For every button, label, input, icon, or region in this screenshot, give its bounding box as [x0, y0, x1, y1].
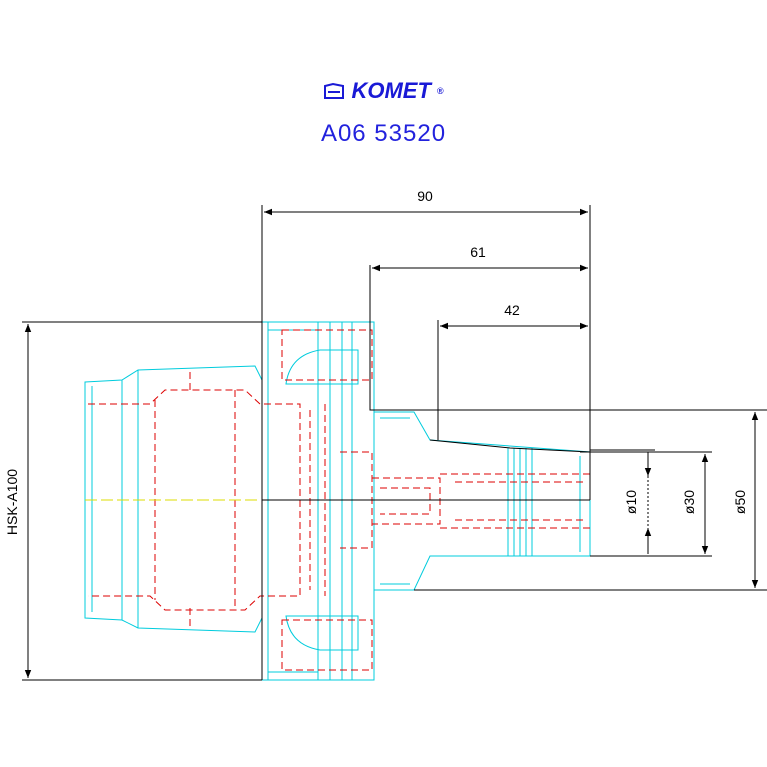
- tool-outline: [84, 321, 591, 681]
- dim-label-d10: ø10: [623, 490, 639, 514]
- dim-label-hsk: HSK-A100: [4, 469, 20, 535]
- dimension-arrows: [24, 208, 759, 678]
- dim-label-61: 61: [470, 244, 486, 260]
- part-number: A06 53520: [320, 120, 447, 147]
- dim-label-d50: ø50: [732, 490, 748, 514]
- brand-logo: KOMET ®: [0, 78, 767, 105]
- registered-mark: ®: [436, 86, 444, 96]
- komet-logo-icon: [324, 82, 345, 99]
- dimension-lines: [22, 205, 767, 681]
- dim-label-42: 42: [504, 302, 520, 318]
- brand-name: KOMET: [351, 78, 431, 103]
- dim-label-90: 90: [417, 188, 433, 204]
- dim-label-d30: ø30: [681, 490, 697, 514]
